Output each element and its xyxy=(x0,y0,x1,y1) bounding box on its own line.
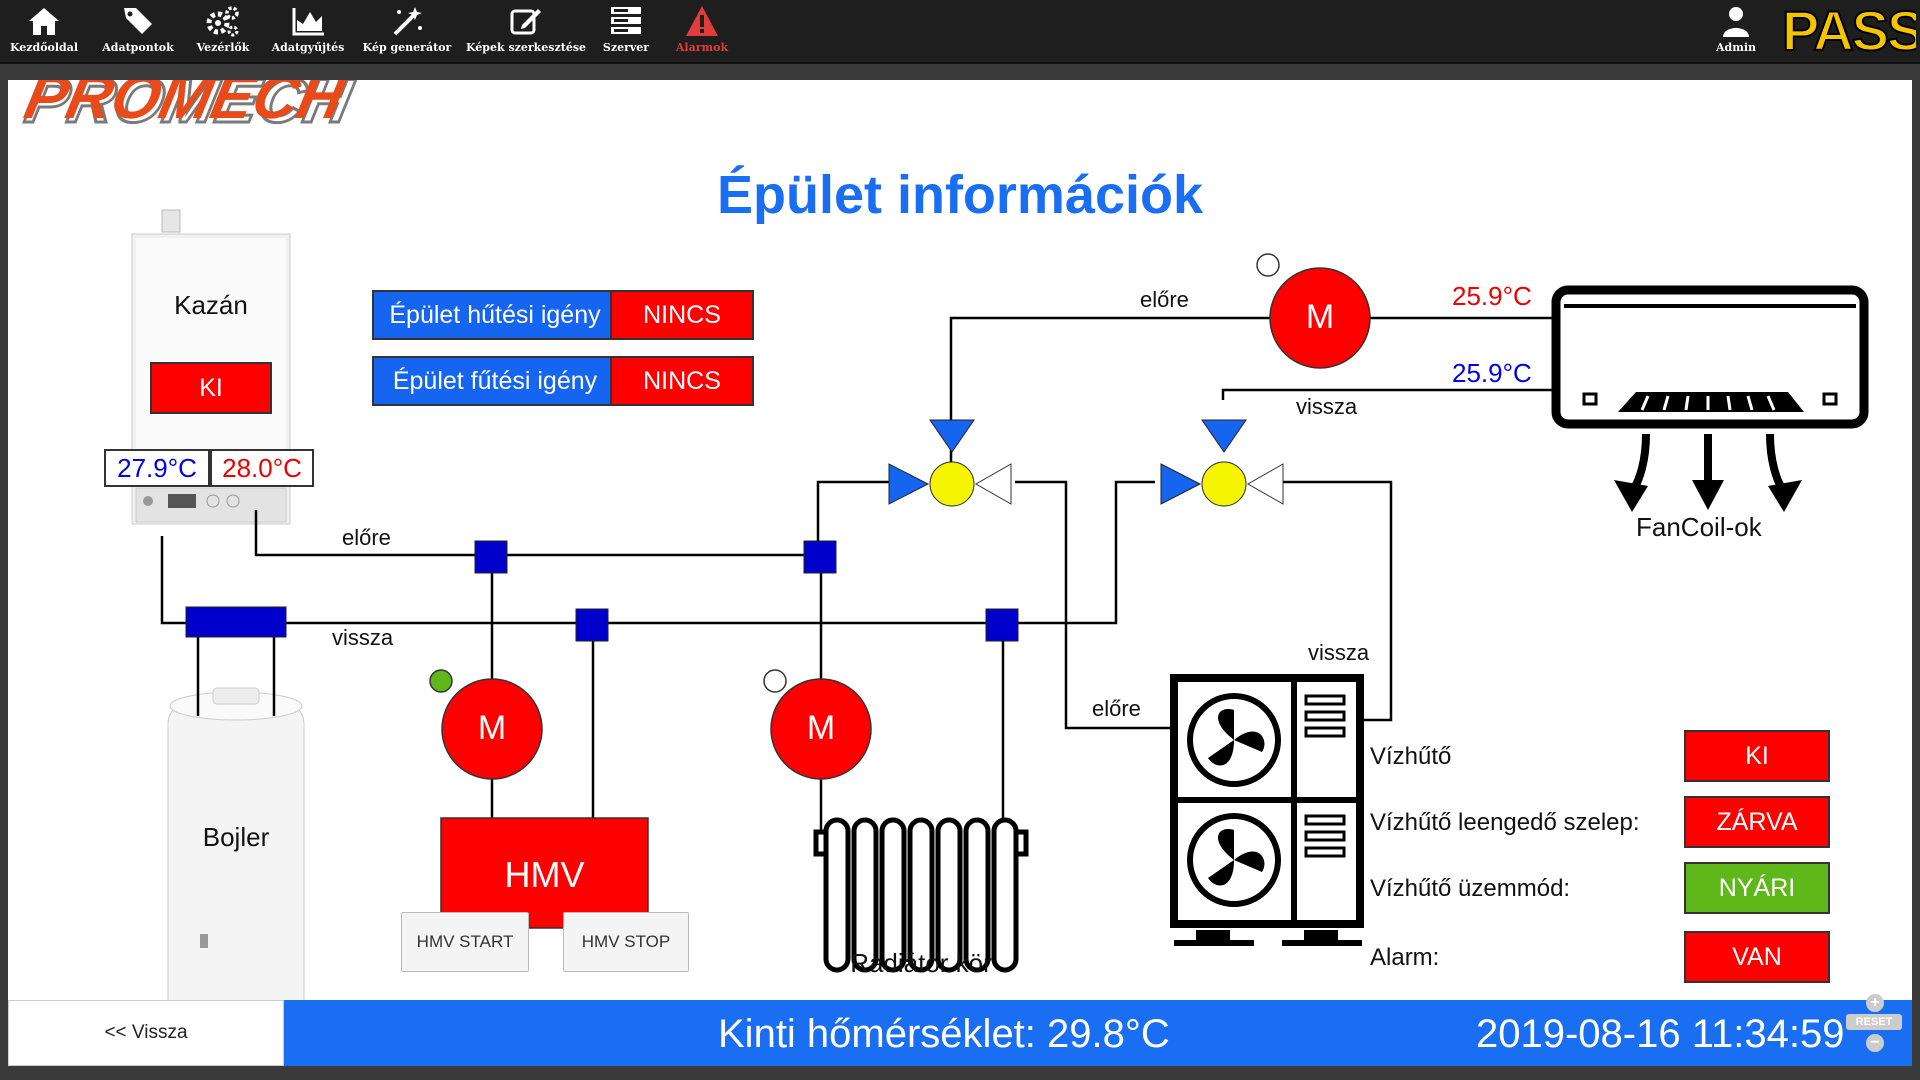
pipe-label-supply: előre xyxy=(342,525,391,550)
main-canvas: PROMECH PROMECH xyxy=(8,80,1912,1000)
datetime-display: 2019-08-16 11:34:59 xyxy=(1476,1012,1845,1056)
gears-icon xyxy=(206,6,239,37)
hot-water-tank xyxy=(167,687,305,1000)
three-way-valve-right xyxy=(1160,419,1284,507)
pump-label: M xyxy=(1305,298,1335,336)
three-way-valve-left xyxy=(888,419,1012,507)
zoom-out-icon[interactable]: − xyxy=(1866,1034,1884,1052)
chiller-mode-value[interactable]: NYÁRI xyxy=(1684,862,1830,914)
chiller-mode-label: Vízhűtő üzemmód: xyxy=(1370,875,1571,902)
chiller-status-value[interactable]: KI xyxy=(1684,730,1830,782)
nav-item-kep-generator[interactable]: Kép generátor xyxy=(362,4,452,60)
pump-label: M xyxy=(806,709,836,747)
pump-status-indicator xyxy=(1256,253,1280,277)
pump-label: M xyxy=(477,709,507,747)
nav-label: Képek szerkesztése xyxy=(465,41,587,54)
cooling-demand-label: Épület hűtési igény xyxy=(372,290,618,340)
zoom-in-icon[interactable]: + xyxy=(1866,994,1884,1012)
nav-label: Alarmok xyxy=(675,41,729,54)
heating-demand-label: Épület fűtési igény xyxy=(372,356,618,406)
chiller-drain-valve-value[interactable]: ZÁRVA xyxy=(1684,796,1830,848)
hmv-start-button[interactable]: HMV START xyxy=(401,912,529,972)
nav-label: Adatgyűjtés xyxy=(271,41,345,54)
chiller-status-label: Vízhűtő xyxy=(1370,743,1452,770)
boiler-supply-temp: 27.9°C xyxy=(104,449,210,487)
area-chart-icon xyxy=(292,8,324,36)
pipe-label-return: vissza xyxy=(1308,640,1370,665)
magic-wand-icon xyxy=(393,7,422,36)
nav-item-adatpontok[interactable]: Adatpontok xyxy=(98,4,178,60)
chiller-alarm-value[interactable]: VAN xyxy=(1684,931,1830,983)
nav-item-szerver[interactable]: Szerver xyxy=(596,4,656,60)
hmv-box xyxy=(440,817,649,929)
server-icon xyxy=(611,7,641,34)
nav-label: Admin xyxy=(1715,41,1757,54)
nav-label: Szerver xyxy=(602,41,650,54)
outdoor-temperature: Kinti hőmérséklet: 29.8°C xyxy=(718,1012,1170,1056)
nav-item-vezerlok[interactable]: Vezérlők xyxy=(188,4,258,60)
back-button[interactable]: << Vissza xyxy=(8,1000,284,1066)
user-icon xyxy=(1723,7,1749,37)
top-navigation-bar: Kezdőoldal Adatpontok Vezérlők Adatgyűjt… xyxy=(0,0,1920,64)
nav-item-alarmok[interactable]: Alarmok xyxy=(670,4,734,60)
svg-text:PROMECH: PROMECH xyxy=(19,80,352,132)
radiator-label: Radiátor kör xyxy=(850,948,992,978)
pump-status-indicator xyxy=(763,669,787,693)
boiler-label: Kazán xyxy=(174,290,248,320)
radiator-icon xyxy=(813,817,1029,973)
pump-hmv[interactable] xyxy=(441,678,543,780)
home-icon xyxy=(29,8,59,35)
svg-text:PROMECH: PROMECH xyxy=(20,80,359,136)
footer-bar: << Vissza Kinti hőmérséklet: 29.8°C 2019… xyxy=(8,1000,1912,1066)
chiller-unit xyxy=(1170,674,1364,946)
nav-item-kepek-szerkesztese[interactable]: Képek szerkesztése xyxy=(465,4,587,60)
nav-label: Adatpontok xyxy=(102,41,174,54)
svg-text:PASS: PASS xyxy=(1782,4,1916,56)
fancoil-supply-temp: 25.9°C xyxy=(1452,281,1532,311)
pump-radiator[interactable] xyxy=(770,678,872,780)
pipe-label-return: vissza xyxy=(332,625,394,650)
nav-label: Kezdőoldal xyxy=(9,41,79,54)
pipe-junctions xyxy=(185,540,1019,642)
hmv-stop-button[interactable]: HMV STOP xyxy=(563,912,689,972)
fancoil-unit xyxy=(1551,285,1869,512)
nav-item-adatgyujtes[interactable]: Adatgyűjtés xyxy=(268,4,348,60)
nav-label: Kép generátor xyxy=(362,41,452,54)
nav-item-admin[interactable]: Admin xyxy=(1708,4,1764,60)
pipe-label-supply: előre xyxy=(1092,696,1141,721)
fancoil-label: FanCoil-ok xyxy=(1636,512,1762,542)
chiller-drain-valve-label: Vízhűtő leengedő szelep: xyxy=(1370,809,1640,836)
alarm-warning-icon xyxy=(686,6,718,36)
pump-fancoil[interactable] xyxy=(1269,267,1371,369)
hmv-label: HMV xyxy=(504,854,585,895)
zoom-reset-button[interactable]: RESET xyxy=(1846,1014,1902,1030)
tags-icon xyxy=(124,8,152,34)
tank-label: Bojler xyxy=(202,822,270,852)
edit-icon xyxy=(510,9,541,35)
boiler-state-badge[interactable]: KI xyxy=(150,362,272,414)
chiller-alarm-label: Alarm: xyxy=(1370,944,1440,971)
nav-label: Vezérlők xyxy=(196,41,250,54)
zoom-controls: + RESET − xyxy=(1846,994,1906,1064)
pass-brand-logo: PASS xyxy=(1781,4,1916,56)
pump-status-indicator xyxy=(429,669,453,693)
boiler-return-temp: 28.0°C xyxy=(210,449,314,487)
pipe-label-supply: előre xyxy=(1140,287,1189,312)
heating-demand-value: NINCS xyxy=(610,356,754,406)
cooling-demand-value: NINCS xyxy=(610,290,754,340)
pipe-label-return: vissza xyxy=(1296,394,1358,419)
nav-item-kezdooldal[interactable]: Kezdőoldal xyxy=(8,4,80,60)
fancoil-return-temp: 25.9°C xyxy=(1452,358,1532,388)
promech-logo: PROMECH PROMECH xyxy=(19,80,361,137)
page-title: Épület információk xyxy=(716,165,1204,225)
